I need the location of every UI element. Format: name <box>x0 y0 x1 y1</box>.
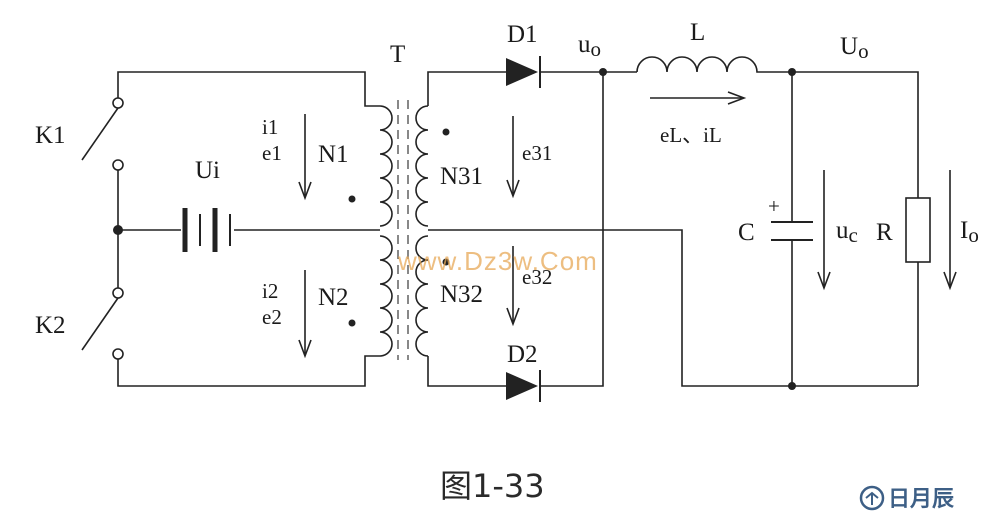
primary-wiring <box>113 71 380 387</box>
label-e2: e2 <box>262 305 282 329</box>
resistor-r <box>905 197 931 263</box>
label-e32: e32 <box>522 265 552 289</box>
label-el-il: eL、iL <box>660 123 722 147</box>
label-e1: e1 <box>262 141 282 165</box>
brand-text: 日月辰 <box>888 487 954 512</box>
dot-n31 <box>442 128 450 136</box>
arrow-el-il <box>650 91 747 105</box>
battery-ui <box>182 208 231 252</box>
diode-d2 <box>506 370 541 402</box>
capacitor-c <box>771 221 813 241</box>
label-n31: N31 <box>440 163 483 190</box>
label-i2: i2 <box>262 279 278 303</box>
label-k2: K2 <box>35 312 66 339</box>
label-r: R <box>876 219 893 246</box>
arrow-e31 <box>506 116 520 199</box>
junction-dot-top <box>788 68 796 76</box>
junction-dot-bottom <box>788 382 796 390</box>
label-i1: i1 <box>262 115 278 139</box>
label-uo-node: uo <box>578 31 601 61</box>
secondary-wiring <box>427 68 919 390</box>
watermark-text: www.Dz3w.Com <box>397 246 598 276</box>
coil-n2 <box>379 235 393 357</box>
label-c: C <box>738 219 755 246</box>
switch-k1 <box>81 97 124 171</box>
label-plus: + <box>768 194 780 218</box>
label-l: L <box>690 19 705 46</box>
junction-dot <box>113 225 123 235</box>
label-n2: N2 <box>318 284 349 311</box>
label-uo-output: Uo <box>840 33 869 63</box>
diode-d1 <box>506 56 541 88</box>
label-t: T <box>390 41 405 68</box>
label-d1: D1 <box>507 21 538 48</box>
coil-n1 <box>379 105 393 227</box>
label-io: Io <box>960 217 979 247</box>
arrow-e32 <box>506 246 520 327</box>
label-n1: N1 <box>318 141 349 168</box>
brand-icon <box>859 485 885 511</box>
label-e31: e31 <box>522 141 552 165</box>
label-uc: uc <box>836 217 858 247</box>
coil-n32 <box>415 235 429 357</box>
dot-n32 <box>442 258 450 266</box>
coil-n31 <box>415 105 429 227</box>
label-n32: N32 <box>440 281 483 308</box>
switch-k2 <box>81 287 124 360</box>
junction-dot-uo <box>599 68 607 76</box>
dot-n1 <box>348 195 356 203</box>
label-d2: D2 <box>507 341 538 368</box>
inductor-l <box>636 56 760 73</box>
arrow-io <box>943 170 957 291</box>
figure-caption: 图1-33 <box>440 467 545 505</box>
label-k1: K1 <box>35 122 66 149</box>
arrow-n1 <box>298 114 312 201</box>
dot-n2 <box>348 319 356 327</box>
arrow-uc <box>817 170 831 291</box>
label-ui: Ui <box>195 157 220 184</box>
brand-logo: 日月辰 <box>859 485 954 512</box>
arrow-n2 <box>298 270 312 359</box>
